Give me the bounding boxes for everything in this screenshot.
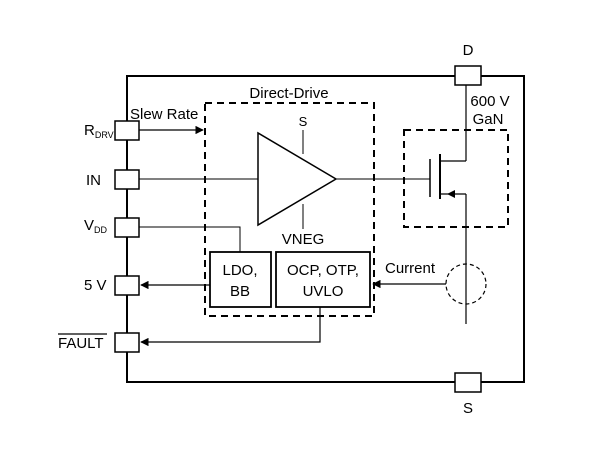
gan-voltage-label: 600 V	[470, 93, 509, 110]
pin-fault	[114, 332, 140, 353]
fault-signal-arrow	[140, 307, 321, 347]
pin-rdrv	[114, 120, 140, 141]
pin-vdd	[114, 217, 140, 238]
pin-in	[114, 169, 140, 190]
protection-line1: OCP, OTP,	[287, 262, 359, 279]
slew-rate-label: Slew Rate	[130, 106, 198, 123]
pin-vdd-label: VDD	[84, 217, 108, 235]
pin-5v-label: 5 V	[84, 277, 107, 294]
fet-source-arrow	[447, 190, 455, 198]
ldo-line1: LDO,	[222, 262, 257, 279]
pin-5v	[114, 275, 140, 296]
current-label: Current	[385, 260, 436, 277]
amp-top-label: S	[299, 114, 308, 129]
pin-source	[454, 372, 482, 393]
pin-rdrv-sub: DRV	[95, 130, 114, 140]
vneg-label: VNEG	[282, 231, 325, 248]
pin-fault-label: FAULT	[58, 335, 104, 352]
ldo-block	[209, 251, 272, 308]
protection-block	[275, 251, 371, 308]
current-sense-circle	[445, 263, 487, 305]
pin-source-label: S	[463, 400, 473, 417]
pin-vdd-main: V	[84, 217, 94, 234]
direct-drive-label: Direct-Drive	[249, 85, 328, 102]
gan-label: GaN	[473, 111, 504, 128]
vdd-supply-line	[139, 226, 241, 252]
pin-vdd-sub: DD	[94, 225, 107, 235]
protection-line2: UVLO	[303, 283, 344, 300]
pin-rdrv-label: RDRV	[84, 122, 114, 140]
pin-drain-label: D	[463, 42, 474, 59]
gate-driver-amplifier	[257, 131, 338, 227]
pin-in-label: IN	[86, 172, 101, 189]
pin-drain	[454, 65, 482, 86]
ldo-line2: BB	[230, 283, 250, 300]
pin-rdrv-main: R	[84, 122, 95, 139]
direct-drive-region	[204, 102, 375, 317]
